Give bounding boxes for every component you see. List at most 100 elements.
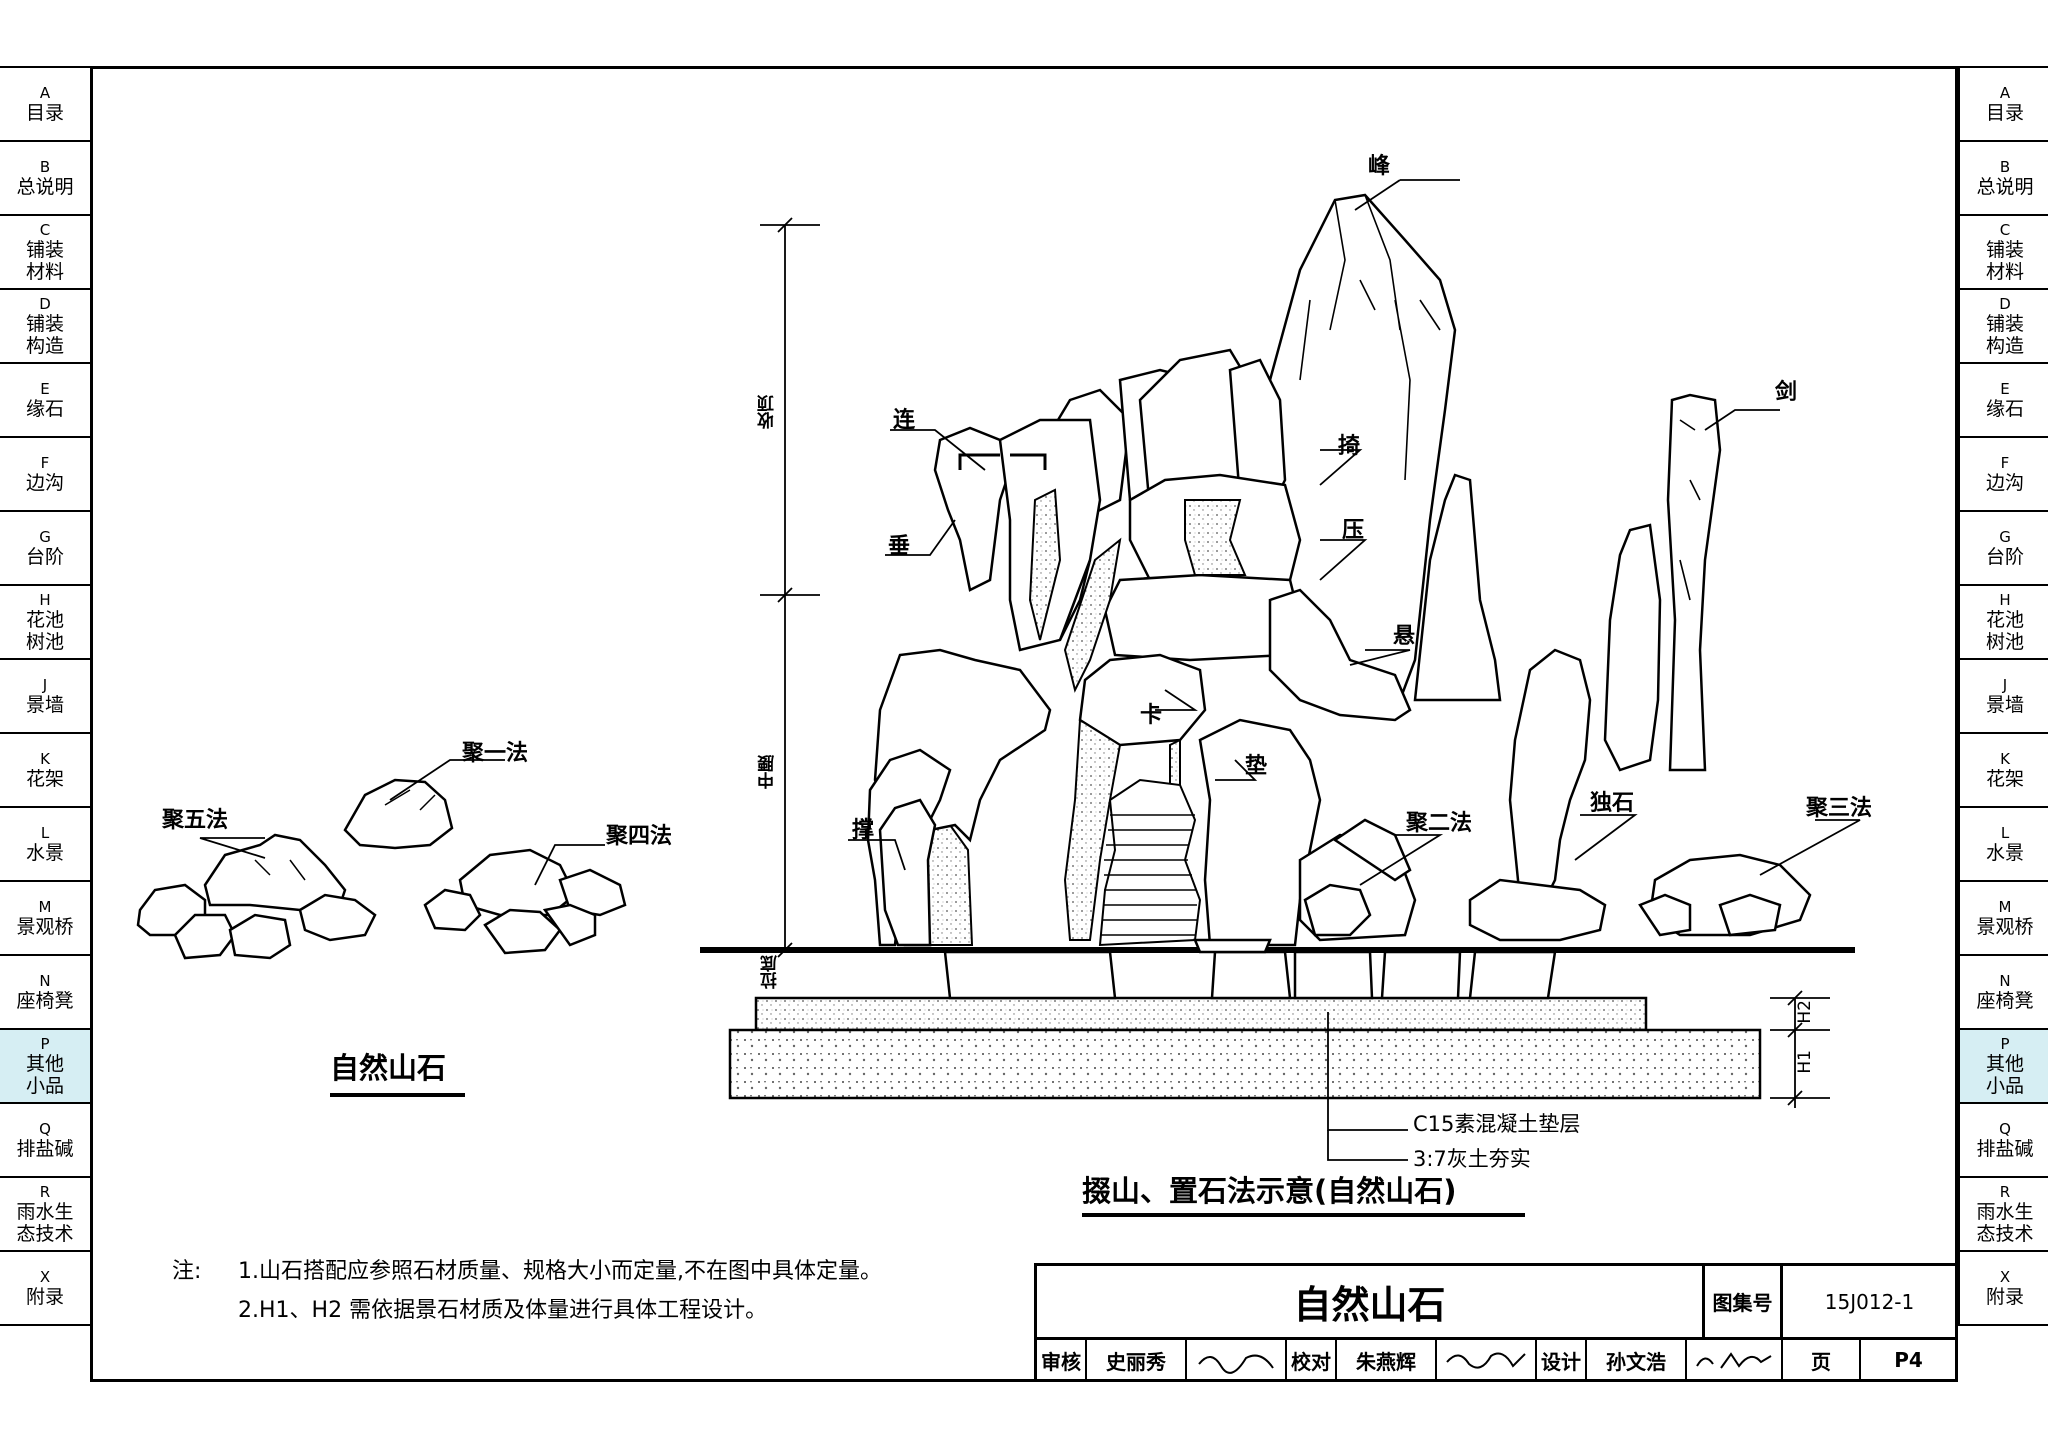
tab-code: R [39,1182,51,1201]
main-subtitle: 掇山、置石法示意(自然山石) [1082,1174,1457,1208]
tab-code: B [1999,157,2011,176]
tab-code: Q [1999,1119,2011,1138]
c15-layer [754,996,1648,1032]
tab-label: 座椅凳 [16,989,74,1012]
designer-name: 孙文浩 [1587,1340,1687,1380]
tab-label: 附录 [25,1285,64,1308]
tab-code: E [2000,379,2010,398]
title-block: 自然山石 图集号 15J012-1 审核 史丽秀 校对 朱燕辉 设计 孙文浩 页… [1034,1263,1956,1380]
tab-code: C [1999,220,2011,239]
checker-signature [1437,1340,1537,1380]
tab-code: X [1999,1267,2011,1286]
tab-code: K [40,749,50,768]
tab-code: F [40,453,50,472]
tab-code: L [40,823,50,842]
label-dushi: 独石 [1590,791,1635,816]
tab-label: 附录 [1985,1285,2024,1308]
tab-code: B [39,157,51,176]
cheng-rock [878,798,937,947]
tab-code: E [40,379,50,398]
label-ju4: 聚四法 [606,824,673,849]
notes-prefix: 注: [172,1259,202,1284]
dim-h1: H1 [1795,1050,1815,1074]
rock-group-ju1 [343,778,454,850]
tab-code: K [2000,749,2010,768]
tab-code: A [39,83,51,102]
label-dian: 垫 [1245,754,1268,779]
label-jian: 剑 [1775,380,1798,405]
tab-label: 景观桥 [1976,915,2034,938]
tab-code: C [39,220,51,239]
label-cheng: 撑 [852,818,875,843]
mortar-infill [923,488,1247,946]
tab-code: R [1999,1182,2011,1201]
tab-code: P [40,1034,50,1053]
lian-bracket [958,453,1047,470]
dim-shouding: 收顶 [758,395,778,429]
tab-code: J [2002,675,2008,694]
lime-soil-layer [728,1028,1762,1100]
height-dimension [760,217,820,958]
tab-label: 座椅凳 [1976,989,2034,1012]
tab-label: 台阶 [25,545,64,568]
checker-name: 朱燕辉 [1337,1340,1437,1380]
tab-code: Q [39,1119,51,1138]
tab-label: 铺装 材料 [1985,238,2024,283]
label-ju5: 聚五法 [162,808,229,833]
tab-label: 花架 [1985,767,2024,790]
label-xuan: 悬 [1393,624,1416,649]
right-peaks [1413,393,1722,772]
tab-label: 缘石 [25,397,64,420]
note-1: 1.山石搭配应参照石材质量、规格大小而定量,不在图中具体定量。 [238,1259,882,1284]
tab-label: 目录 [25,101,64,124]
dim-zhongyao: 中腰 [758,755,778,789]
tab-label: 边沟 [1985,471,2024,494]
tab-code: P [2000,1034,2010,1053]
left-subtitle: 自然山石 [330,1051,447,1085]
tab-label: 水景 [1985,841,2024,864]
atlas-number: 15J012-1 [1783,1266,1956,1340]
tab-label: 台阶 [1985,545,2024,568]
tab-label: 水景 [25,841,64,864]
signature-row: 审核 史丽秀 校对 朱燕辉 设计 孙文浩 页 P4 [1037,1340,1956,1380]
tab-label: 其他 小品 [25,1052,64,1097]
rock-groups-right [1303,853,1812,937]
tab-label: 铺装 材料 [25,238,64,283]
tab-label: 目录 [1985,101,2024,124]
